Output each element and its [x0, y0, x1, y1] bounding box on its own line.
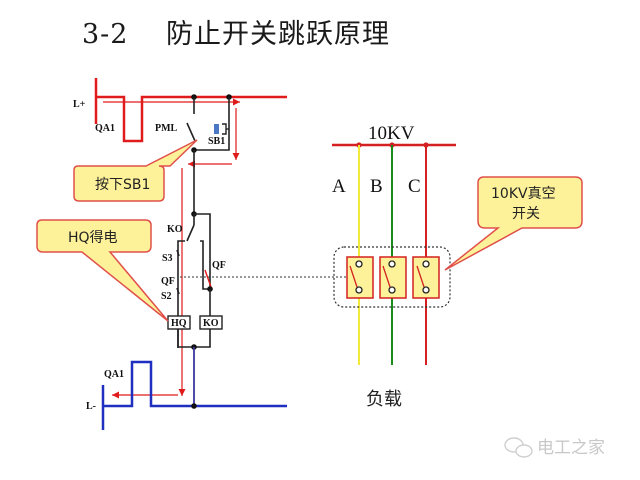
s2-contact — [176, 287, 180, 295]
pml-label: PML — [155, 123, 178, 134]
switch-pole-b — [379, 256, 407, 299]
phase-c-label: C — [408, 176, 421, 197]
phase-b-label: B — [370, 176, 383, 197]
s3-label: S3 — [162, 253, 173, 264]
svg-text:10KV真空: 10KV真空 — [491, 186, 556, 202]
svg-text:HQ得电: HQ得电 — [68, 229, 118, 246]
page-title: 3-2 防止开关跳跃原理 — [82, 19, 391, 50]
junction-dot — [191, 403, 197, 409]
watermark: 电工之家 — [504, 437, 605, 458]
pml-contact — [186, 97, 196, 142]
sb1-pushbutton — [194, 97, 230, 151]
switch-pole-a — [346, 256, 374, 299]
svg-text:电工之家: 电工之家 — [537, 438, 605, 458]
qf-left-label: QF — [161, 276, 175, 287]
qf-right-label: QF — [212, 260, 226, 271]
qa1-bottom-label: QA1 — [104, 369, 124, 380]
load-label: 负载 — [366, 389, 402, 410]
l-plus-label: L+ — [73, 99, 86, 110]
positive-bus — [94, 78, 287, 143]
negative-bus — [101, 360, 287, 430]
l-minus-label: L- — [86, 401, 96, 412]
ko-coil: KO — [199, 315, 223, 330]
voltage-label: 10KV — [368, 123, 415, 144]
wechat-icon — [504, 437, 533, 458]
callout-hq-energized: HQ得电 — [36, 219, 169, 322]
svg-text:HQ: HQ — [171, 318, 187, 329]
phase-a-label: A — [332, 176, 346, 197]
ko-contact — [177, 213, 211, 348]
s2-label: S2 — [161, 291, 172, 302]
svg-text:KO: KO — [203, 318, 219, 329]
hq-coil: HQ — [167, 315, 191, 330]
vacuum-switch-enclosure — [333, 246, 451, 308]
ko-contact-label: KO — [167, 224, 183, 235]
callout-press-sb1: 按下SB1 — [73, 139, 198, 202]
svg-text:开关: 开关 — [512, 206, 540, 222]
switch-pole-c — [412, 256, 440, 299]
callout-vacuum-switch: 10KV真空 开关 — [444, 176, 583, 271]
svg-text:按下SB1: 按下SB1 — [95, 177, 150, 193]
qa1-top-label: QA1 — [95, 123, 115, 134]
qf-right-contact — [204, 269, 212, 288]
sb1-label: SB1 — [208, 136, 225, 147]
s3-contact — [176, 249, 180, 257]
